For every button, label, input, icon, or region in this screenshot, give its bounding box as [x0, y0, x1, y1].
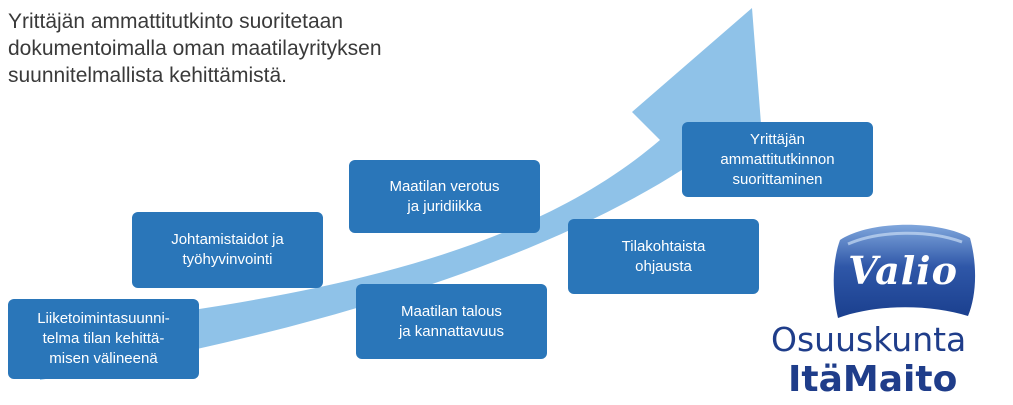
step-line: suorittaminen — [732, 170, 823, 188]
step-line: misen välineenä — [49, 350, 158, 367]
step-line: Yrittäjän — [749, 130, 805, 148]
step-line: ohjausta — [635, 257, 692, 275]
step-leadership: Johtamistaidot ja työhyvinvointi — [132, 212, 323, 288]
step-line: telma tilan kehittä- — [42, 330, 165, 347]
valio-brand-text: Valio — [848, 248, 958, 293]
step-economy-profitability: Maatilan talous ja kannattavuus — [356, 284, 547, 359]
step-line: Maatilan verotus — [389, 177, 500, 195]
step-farm-guidance: Tilakohtaista ohjausta — [568, 219, 759, 294]
step-line: ammattitutkinnon — [720, 150, 835, 168]
step-line: Tilakohtaista — [621, 237, 706, 255]
itamaito-text: ItäMaito — [788, 359, 958, 400]
step-business-plan: Liiketoimintasuunni- telma tilan kehittä… — [8, 299, 199, 379]
step-line: Johtamistaidot ja — [171, 231, 284, 248]
step-line: ja juridiikka — [407, 197, 482, 215]
osuuskunta-text: Osuuskunta — [771, 320, 967, 359]
valio-logo-badge — [833, 224, 976, 318]
intro-text: Yrittäjän ammattitutkinto suoritetaan do… — [8, 8, 488, 89]
intro-line: dokumentoimalla oman maatilayrityksen — [8, 37, 382, 60]
intro-line: suunnitelmallista kehittämistä. — [8, 64, 287, 87]
step-line: Liiketoimintasuunni- — [37, 310, 170, 327]
intro-line: Yrittäjän ammattitutkinto suoritetaan — [8, 10, 343, 33]
step-taxation-law: Maatilan verotus ja juridiikka — [349, 160, 540, 233]
step-line: Maatilan talous — [401, 302, 502, 320]
step-degree-completion: Yrittäjän ammattitutkinnon suorittaminen — [682, 122, 873, 197]
step-line: ja kannattavuus — [398, 322, 505, 340]
step-line: työhyvinvointi — [182, 251, 273, 268]
